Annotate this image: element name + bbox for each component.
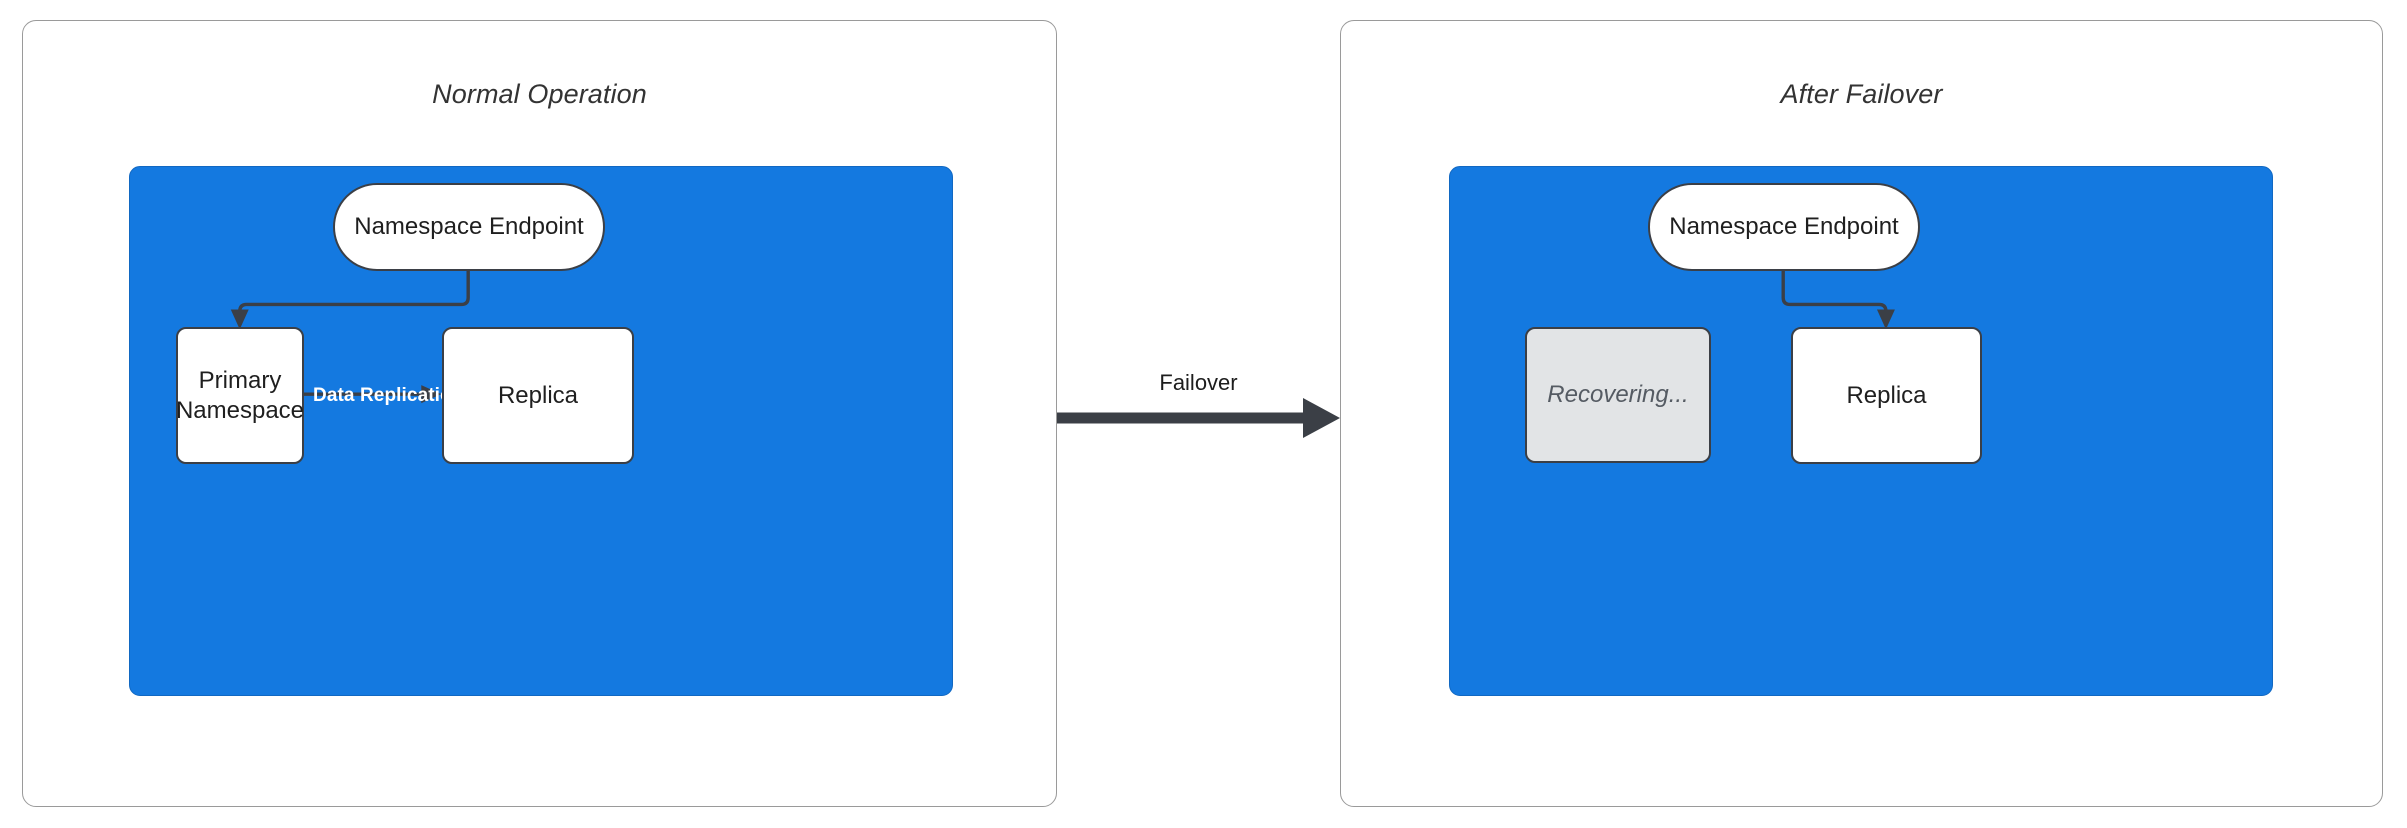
panel-after-failover: After Failover Namespace Endpoint Recove… <box>1340 20 2383 807</box>
zone-after-failover: Namespace Endpoint Recovering... Replica <box>1449 166 2273 696</box>
edge-label-data-replication: Data Replication <box>313 385 464 406</box>
zone-normal-operation: Data Replication Namespace Endpoint Prim… <box>129 166 953 696</box>
edge-endpoint-to-replica <box>1781 268 1888 319</box>
panel-title-normal-operation: Normal Operation <box>432 79 647 109</box>
failover-arrow-head <box>1303 398 1340 438</box>
node-primary-namespace-line1: Primary <box>198 367 282 395</box>
panel-normal-operation: Normal Operation Data Replication Namesp… <box>22 20 1057 807</box>
node-namespace-endpoint-normal[interactable]: Namespace Endpoint <box>333 183 605 271</box>
edge-endpoint-to-primary <box>238 268 470 319</box>
failover-transition-label: Failover <box>1159 370 1238 395</box>
node-recovering[interactable]: Recovering... <box>1525 327 1711 463</box>
node-primary-namespace-line2: Namespace <box>175 396 305 424</box>
node-replica-failover[interactable]: Replica <box>1791 327 1982 464</box>
panel-title-after-failover: After Failover <box>1780 79 1943 109</box>
node-primary-namespace-label: Primary Namespace <box>176 366 304 425</box>
failover-transition: Failover <box>1057 370 1340 460</box>
node-replica-normal[interactable]: Replica <box>442 327 634 464</box>
node-primary-namespace[interactable]: Primary Namespace <box>176 327 304 464</box>
node-namespace-endpoint-failover[interactable]: Namespace Endpoint <box>1648 183 1920 271</box>
